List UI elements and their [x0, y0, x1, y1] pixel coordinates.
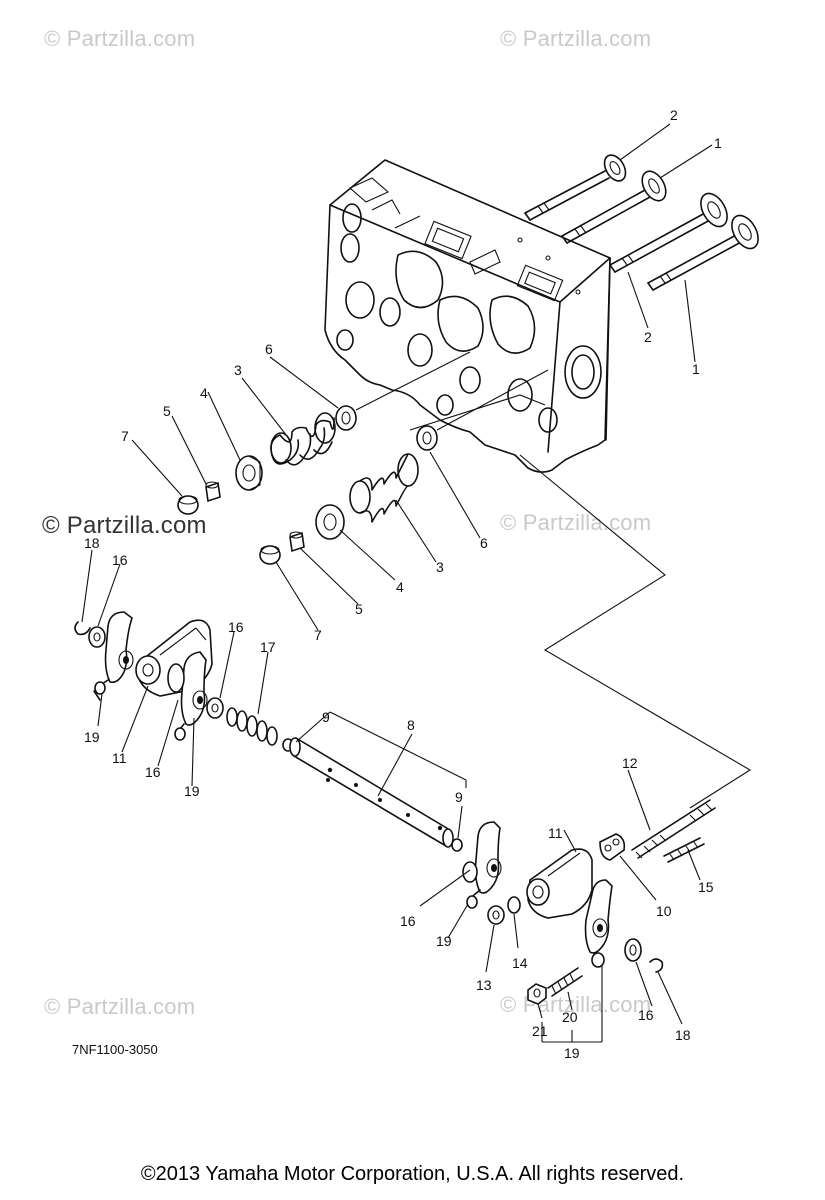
callout-7-upper: 7	[121, 428, 129, 444]
callout-7-lower: 7	[314, 627, 322, 643]
callout-5-upper: 5	[163, 403, 171, 419]
callout-2-lower: 2	[644, 329, 652, 345]
callout-19-left: 19	[84, 729, 100, 745]
valve-spring-upper	[270, 412, 336, 466]
valve-exhaust-lower	[609, 192, 728, 273]
copyright-notice: ©2013 Yamaha Motor Corporation, U.S.A. A…	[140, 1163, 685, 1185]
callout-16-right: 17	[260, 639, 276, 655]
rocker-spring	[226, 707, 278, 746]
callout-19-right-center: 19	[436, 933, 452, 949]
explode-reference-lines	[409, 394, 752, 809]
watermark-bottom-left: © Partzilla.com	[44, 994, 196, 1019]
valve-cap-upper	[177, 495, 199, 515]
watermark-top-right: © Partzilla.com	[500, 26, 652, 51]
rocker-arm-right-outer	[584, 879, 613, 968]
callout-4-upper: 4	[200, 385, 208, 401]
cylinder-head	[324, 159, 611, 473]
callout-3-upper: 3	[234, 362, 242, 378]
bushing-13	[487, 905, 505, 925]
callout-10: 10	[656, 903, 672, 919]
callout-12: 12	[622, 755, 638, 771]
callout-6-upper: 6	[265, 341, 273, 357]
rocker-bracket-right	[526, 848, 593, 919]
callout-6-lower: 6	[480, 535, 488, 551]
callout-19-bottom: 19	[564, 1045, 580, 1061]
watermark-mid-right: © Partzilla.com	[500, 510, 652, 535]
valve-keeper-upper	[205, 481, 221, 503]
callout-4-lower: 4	[396, 579, 404, 595]
callout-19-left-lower: 19	[184, 783, 200, 799]
washer-mid	[206, 697, 224, 719]
adjusting-screw-20	[547, 967, 583, 997]
valve-cap-lower	[259, 545, 281, 565]
pin-15	[663, 837, 705, 863]
rocker-arm-left-upper	[93, 611, 134, 701]
washer-right	[624, 938, 642, 962]
callout-18-left: 18	[84, 535, 100, 551]
circlip-right	[649, 958, 664, 973]
watermark-mid-left: © Partzilla.com	[42, 512, 207, 539]
callout-18-right: 18	[675, 1027, 691, 1043]
callout-9-lower: 9	[455, 789, 463, 805]
circlip-left	[74, 621, 91, 636]
callout-20: 20	[562, 1009, 578, 1025]
callout-labels: 1 1 2 2 3 3 4 4 5 5 6 6 7 7 8 9 9 10 11 …	[84, 107, 722, 1061]
plate-10	[599, 833, 626, 861]
valve-stem-seal-lower	[416, 369, 549, 451]
callout-2-upper: 2	[670, 107, 678, 123]
callout-16-far-right: 16	[638, 1007, 654, 1023]
rocker-arm-left-lower	[167, 651, 208, 741]
callout-16-left-bottom: 16	[145, 764, 161, 780]
valve-intake-upper	[561, 170, 667, 244]
valve-intake-lower	[647, 214, 759, 291]
callout-16-left-top: 16	[112, 552, 128, 568]
spring-retainer-upper	[235, 455, 263, 491]
watermark-top-left: © Partzilla.com	[44, 26, 196, 51]
callout-8: 8	[407, 717, 415, 733]
valve-keeper-lower	[289, 531, 305, 553]
callout-1-lower: 1	[692, 361, 700, 377]
valve-exhaust-upper	[524, 154, 627, 221]
leader-lines	[81, 123, 713, 1043]
callout-16-mid: 16	[228, 619, 244, 635]
watermark-bottom-right: © Partzilla.com	[500, 992, 652, 1017]
washer-14	[507, 896, 521, 914]
diagram-code: 7NF1100-3050	[72, 1042, 158, 1057]
callout-11-left: 11	[112, 750, 127, 766]
callout-15: 15	[698, 879, 714, 895]
rocker-shaft	[289, 737, 454, 848]
washer-left	[88, 626, 106, 648]
callout-13: 13	[476, 977, 492, 993]
valve-spring-lower	[349, 453, 419, 523]
callout-21: 21	[532, 1023, 548, 1039]
callout-16-right-center: 16	[400, 913, 416, 929]
callout-5-lower: 5	[355, 601, 363, 617]
callout-3-lower: 3	[436, 559, 444, 575]
callout-9-upper: 9	[322, 709, 330, 725]
rocker-arm-right-center	[462, 821, 502, 909]
plug-right	[451, 838, 463, 852]
callout-1-upper: 1	[714, 135, 722, 151]
stud-12	[631, 799, 716, 859]
locknut-21	[527, 983, 547, 1005]
spring-retainer-lower	[315, 504, 345, 540]
valve-stem-seal-upper	[335, 351, 471, 431]
callout-11-right: 11	[548, 825, 563, 841]
callout-14: 14	[512, 955, 528, 971]
